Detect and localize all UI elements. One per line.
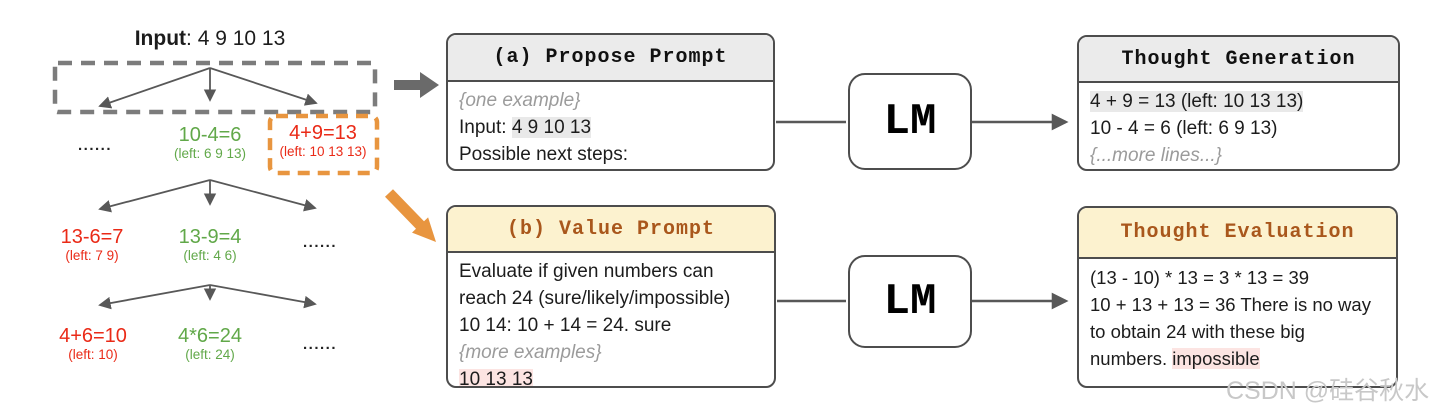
node-left-numbers: (left: 10 13 13)	[279, 144, 367, 159]
lm-box-bottom: LM	[848, 255, 972, 348]
value-line-2: reach 24 (sure/likely/impossible)	[459, 288, 731, 309]
evaluation-line-2: 10 + 13 + 13 = 36 There is no way	[1090, 294, 1371, 315]
node-left-numbers: (left: 24)	[185, 347, 235, 362]
input-word: Input	[134, 27, 187, 50]
thought-evaluation-body: (13 - 10) * 13 = 3 * 13 = 39 10 + 13 + 1…	[1079, 259, 1396, 377]
node-equation: 4+9=13	[289, 122, 357, 144]
generated-thought-1: 4 + 9 = 13 (left: 10 13 13)	[1090, 88, 1387, 115]
tree-fan-arrows-level2	[98, 179, 317, 213]
verdict-prefix: numbers.	[1090, 348, 1173, 369]
highlighted-thought: 4 + 9 = 13 (left: 10 13 13)	[1090, 91, 1304, 112]
thought-evaluation-box: Thought Evaluation (13 - 10) * 13 = 3 * …	[1077, 206, 1398, 388]
thought-evaluation-title: Thought Evaluation	[1079, 208, 1396, 259]
evaluation-line-1: (13 - 10) * 13 = 3 * 13 = 39	[1090, 267, 1310, 288]
ellipsis-level2: ......	[302, 234, 338, 251]
value-flow-arrow	[385, 189, 436, 242]
csdn-watermark: CSDN @硅谷秋水	[1226, 377, 1430, 405]
thought-generation-title: Thought Generation	[1079, 37, 1398, 83]
chosen-thought-dashed-box	[267, 113, 380, 176]
propose-flow-arrow	[394, 72, 439, 98]
thought-generation-body: 4 + 9 = 13 (left: 10 13 13) 10 - 4 = 6 (…	[1079, 83, 1398, 169]
node-equation: 4+6=10	[59, 325, 127, 347]
tree-node: 13-9=4 (left: 4 6)	[179, 226, 242, 264]
evaluation-line-4: numbers. impossible	[1090, 345, 1385, 372]
highlighted-input-numbers: 4 9 10 13	[511, 117, 592, 138]
node-left-numbers: (left: 7 9)	[65, 248, 119, 263]
more-examples-note: {more examples}	[459, 342, 602, 363]
query-line: 10 13 13	[459, 366, 763, 388]
node-equation: 10-4=6	[178, 124, 242, 146]
input-prefix: Input:	[459, 117, 512, 138]
node-equation: 4*6=24	[178, 325, 242, 347]
input-values: : 4 9 10 13	[186, 27, 286, 50]
tree-fan-arrows-level3	[98, 284, 317, 310]
node-equation: 13-9=4	[178, 226, 242, 248]
tree-node: 4*6=24 (left: 24)	[178, 325, 242, 363]
highlighted-verdict: impossible	[1172, 348, 1260, 369]
next-steps-line: Possible next steps:	[459, 144, 628, 165]
value-prompt-body: Evaluate if given numbers can reach 24 (…	[448, 253, 774, 388]
propose-prompt-box: (a) Propose Prompt {one example} Input: …	[446, 33, 775, 171]
thought-generation-box: Thought Generation 4 + 9 = 13 (left: 10 …	[1077, 35, 1400, 171]
evaluation-line-3: to obtain 24 with these big	[1090, 321, 1305, 342]
value-line-3: 10 14: 10 + 14 = 24. sure	[459, 315, 672, 336]
propose-prompt-title: (a) Propose Prompt	[448, 35, 773, 82]
node-left-numbers: (left: 6 9 13)	[173, 146, 247, 161]
lm-box-top: LM	[848, 73, 972, 170]
prompt-input-line: Input: 4 9 10 13	[459, 114, 762, 141]
tree-node-selected: 4+9=13 (left: 10 13 13)	[279, 122, 366, 160]
input-numbers-label: Input: 4 9 10 13	[135, 27, 286, 51]
generated-thought-2: 10 - 4 = 6 (left: 6 9 13)	[1090, 118, 1278, 139]
tree-fan-arrows-level1	[98, 67, 318, 109]
node-left-numbers: (left: 4 6)	[183, 248, 237, 263]
value-line-1: Evaluate if given numbers can	[459, 261, 714, 282]
lm-connectors	[776, 113, 1069, 310]
node-left-numbers: (left: 10)	[68, 347, 118, 362]
tree-node: 4+6=10 (left: 10)	[59, 325, 127, 363]
ellipsis-level1: ......	[77, 137, 113, 154]
ellipsis-level3: ......	[302, 336, 338, 353]
lm-label: LM	[883, 276, 937, 327]
more-lines-note: {...more lines...}	[1090, 145, 1223, 166]
propose-prompt-body: {one example} Input: 4 9 10 13 Possible …	[448, 82, 773, 169]
value-prompt-box: (b) Value Prompt Evaluate if given numbe…	[446, 205, 776, 388]
tree-node: 13-6=7 (left: 7 9)	[61, 226, 124, 264]
one-example-note: {one example}	[459, 90, 581, 111]
highlighted-query-numbers: 10 13 13	[459, 369, 533, 388]
lm-label: LM	[883, 96, 937, 147]
node-equation: 13-6=7	[60, 226, 124, 248]
value-prompt-title: (b) Value Prompt	[448, 207, 774, 253]
tree-node: 10-4=6 (left: 6 9 13)	[174, 124, 246, 162]
